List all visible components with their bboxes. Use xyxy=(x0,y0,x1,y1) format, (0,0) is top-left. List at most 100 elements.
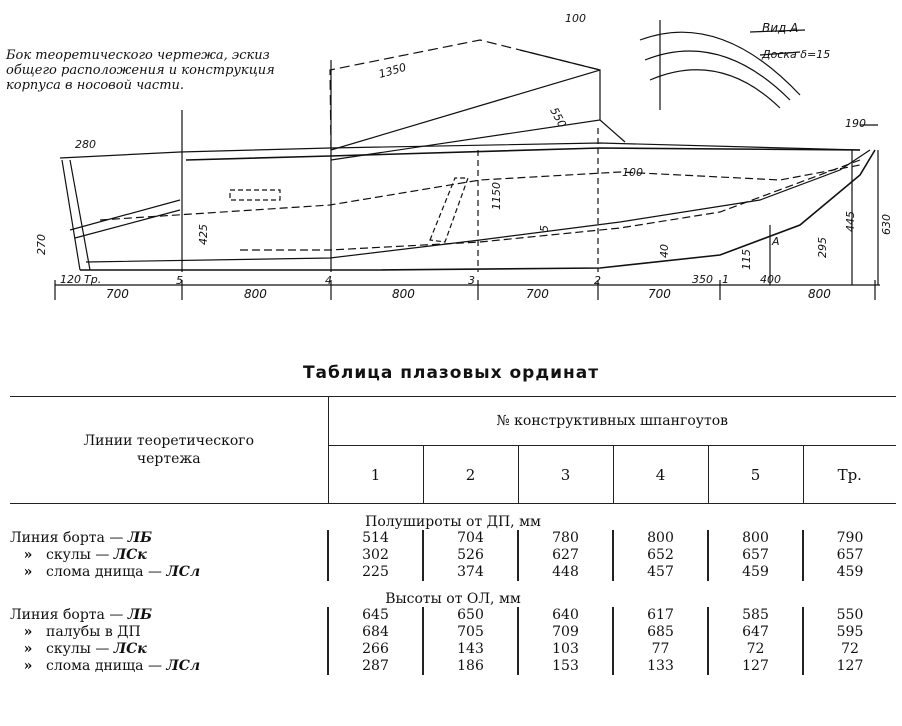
ditto-mark: » xyxy=(23,564,33,580)
table-cell: 595 xyxy=(802,624,896,641)
table-cell: 72 xyxy=(707,641,803,658)
ditto-mark: » xyxy=(23,624,33,640)
spacing-6: 800 xyxy=(808,287,831,301)
dim-100-top: 100 xyxy=(565,12,586,25)
view-a-label: Вид А xyxy=(762,21,798,35)
table-cell: 790 xyxy=(802,530,896,547)
station-2: 2 xyxy=(594,274,601,287)
ditto-mark: » xyxy=(23,547,33,563)
header-frames: № конструктивных шпангоутов xyxy=(328,395,896,447)
dim-280: 280 xyxy=(75,138,96,151)
row-label-text: слома днища — xyxy=(46,564,167,580)
view-a-note: Доска δ=15 xyxy=(761,48,830,61)
transom xyxy=(61,159,91,271)
table-cell: 459 xyxy=(707,564,803,581)
dim-350: 350 xyxy=(692,273,713,286)
station-4: 4 xyxy=(325,274,332,287)
dim-190: 190 xyxy=(845,117,866,130)
spacing-5: 700 xyxy=(648,287,671,301)
keel-line xyxy=(80,149,876,271)
table-cell: 72 xyxy=(802,641,896,658)
table-cell: 640 xyxy=(517,607,613,624)
table-cell: 645 xyxy=(327,607,423,624)
bench xyxy=(229,189,281,201)
table-cell: 153 xyxy=(517,658,613,675)
row-label: Линия борта — ЛБ xyxy=(10,530,328,547)
row-label-text: Линия борта — xyxy=(10,530,128,546)
dim-40: 40 xyxy=(658,244,671,258)
row-label-text: скулы — xyxy=(46,547,114,563)
table-cell: 457 xyxy=(612,564,708,581)
spacing-3: 800 xyxy=(392,287,415,301)
table-cell: 684 xyxy=(327,624,423,641)
dim-1150: 1150 xyxy=(490,182,503,210)
table-cell: 143 xyxy=(422,641,518,658)
transom-label: Тр. xyxy=(84,273,101,286)
table-cell: 650 xyxy=(422,607,518,624)
table-cell: 652 xyxy=(612,547,708,564)
row-abbr: ЛСк xyxy=(113,547,147,563)
col-3: 3 xyxy=(518,445,614,504)
table-cell: 77 xyxy=(612,641,708,658)
canopy xyxy=(330,69,601,161)
row-label: »скулы — ЛСк xyxy=(10,641,328,658)
dim-5: 5 xyxy=(538,225,551,232)
header-lines: Линии теоретического чертежа xyxy=(10,396,329,504)
header-lines-label: Линии теоретического чертежа xyxy=(83,433,255,467)
table-cell: 103 xyxy=(517,641,613,658)
table-cell: 448 xyxy=(517,564,613,581)
station-5: 5 xyxy=(176,274,183,287)
table-cell: 705 xyxy=(422,624,518,641)
dim-550: 550 xyxy=(547,105,568,130)
table-cell: 617 xyxy=(612,607,708,624)
table-cell: 266 xyxy=(327,641,423,658)
row-label-text: слома днища — xyxy=(46,658,167,674)
col-tr: Тр. xyxy=(803,445,896,504)
spacing-1: 700 xyxy=(106,287,129,301)
spacing-4: 700 xyxy=(526,287,549,301)
table-title: Таблица плазовых ординат xyxy=(302,363,600,383)
table-cell: 459 xyxy=(802,564,896,581)
row-label: » скулы — ЛСк xyxy=(10,547,328,564)
row-label-text: Линия борта — xyxy=(10,607,128,623)
table-cell: 800 xyxy=(612,530,708,547)
row-abbr: ЛБ xyxy=(127,607,153,623)
station-1: 1 xyxy=(722,273,729,286)
row-label-text: скулы — xyxy=(46,641,114,657)
table-cell: 657 xyxy=(707,547,803,564)
row-abbr: ЛСл xyxy=(166,564,201,580)
canopy-dashed xyxy=(329,39,601,151)
hull-side-drawing: 1350 100 550 1150 100 280 270 120 Тр. 42… xyxy=(35,12,893,301)
table-cell: 800 xyxy=(707,530,803,547)
table-cell: 127 xyxy=(707,658,803,675)
spacing-2: 800 xyxy=(244,287,267,301)
dim-270: 270 xyxy=(35,234,48,255)
row-label-text: палубы в ДП xyxy=(46,624,141,640)
row-abbr: ЛБ xyxy=(127,530,153,546)
dim-295: 295 xyxy=(816,237,829,258)
table-cell: 133 xyxy=(612,658,708,675)
table-cell: 186 xyxy=(422,658,518,675)
canopy-frame xyxy=(519,49,626,143)
table-cell: 287 xyxy=(327,658,423,675)
inner-dashed xyxy=(240,159,861,251)
seat xyxy=(429,177,469,243)
dim-400: 400 xyxy=(760,273,781,286)
station-3: 3 xyxy=(468,274,475,287)
dim-445: 445 xyxy=(844,211,857,232)
dim-100: 100 xyxy=(622,166,643,179)
dim-1350: 1350 xyxy=(377,61,407,81)
stern-brace xyxy=(69,199,181,239)
table-cell: 225 xyxy=(327,564,423,581)
table-cell: 550 xyxy=(802,607,896,624)
table-cell: 526 xyxy=(422,547,518,564)
section-title: Высоты от ОЛ, мм xyxy=(385,591,521,607)
table-cell: 585 xyxy=(707,607,803,624)
table-cell: 127 xyxy=(802,658,896,675)
